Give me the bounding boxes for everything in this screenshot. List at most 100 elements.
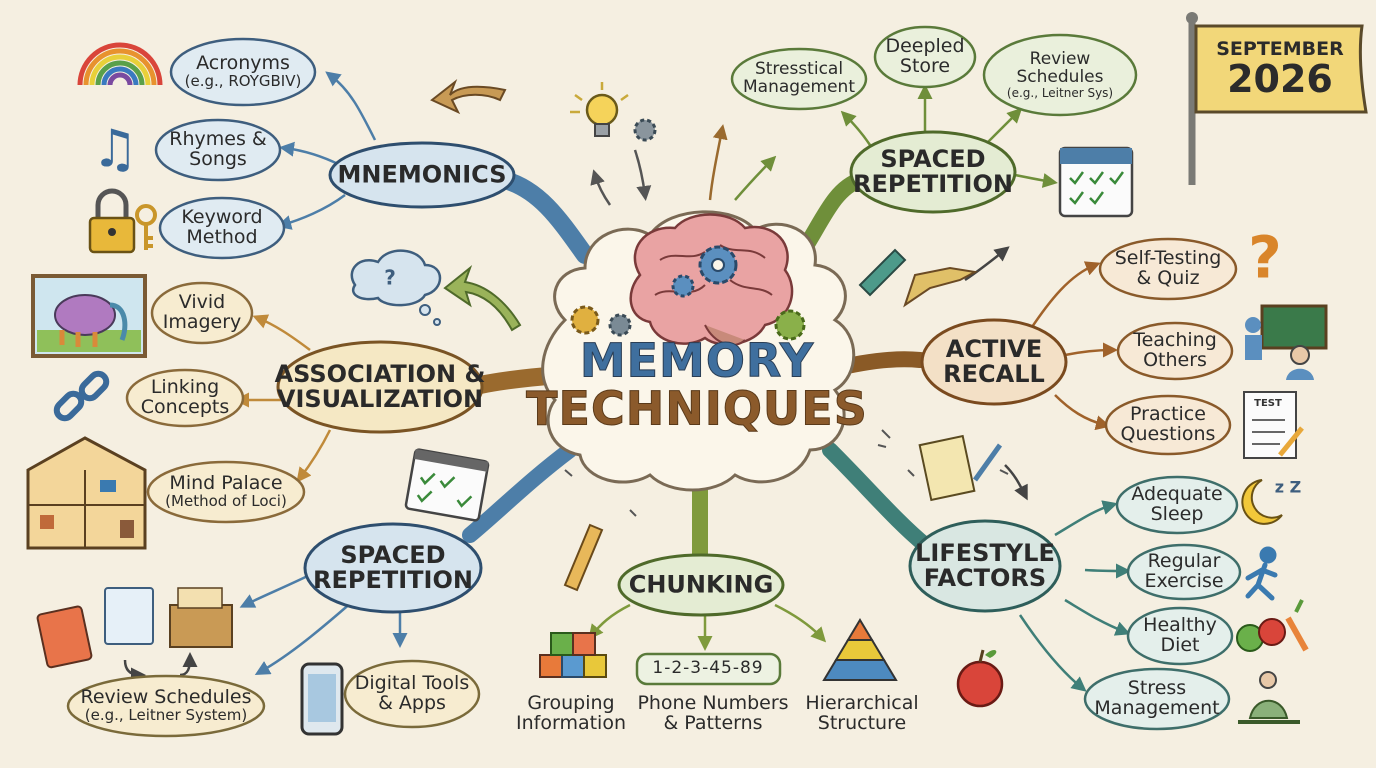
leaf-label: Acronyms	[196, 52, 290, 75]
leaf-label: Self-Testing	[1114, 247, 1222, 270]
question-mark-icon: ?	[384, 265, 396, 290]
hub-association-visualization[interactable]: ASSOCIATION & VISUALIZATION	[274, 359, 486, 413]
blocks-icon	[539, 632, 607, 678]
leaf-label: Hierarchical	[805, 692, 919, 715]
gear-icon	[671, 245, 738, 298]
leaf-rhymes-songs[interactable]: Rhymes & Songs	[169, 129, 266, 170]
hub-chunking[interactable]: CHUNKING	[629, 572, 774, 597]
leaf-self-testing[interactable]: Self-Testing & Quiz	[1114, 247, 1222, 289]
leaf-label: Songs	[189, 148, 247, 170]
leaf-sublabel: (e.g., ROYGBIV)	[184, 72, 302, 91]
leaf-label: Management	[1094, 697, 1220, 719]
hub-label-line1: ACTIVE	[945, 334, 1043, 363]
house-icon	[26, 436, 147, 550]
branch-mnemonics	[496, 171, 594, 264]
leaf-healthy-diet[interactable]: Healthy Diet	[1143, 614, 1217, 656]
leaf-label: Mind Palace	[169, 472, 283, 495]
leaf-phone-numbers[interactable]: Phone Numbers & Patterns	[637, 693, 788, 734]
pencil-icon	[563, 248, 907, 592]
leaf-label: Review	[1029, 48, 1091, 69]
hub-label-line1: SPACED	[340, 540, 446, 569]
leaf-label: Regular	[1147, 550, 1221, 573]
calendar-icon	[1058, 146, 1134, 218]
center-title-line2: TECHNIQUES	[526, 382, 868, 436]
phone-icon	[300, 662, 344, 736]
leaf-label: Deepled	[885, 35, 965, 58]
thought-bubble-icon	[350, 249, 442, 326]
leaf-sublabel: (e.g., Leitner Sys)	[1006, 85, 1114, 100]
runner-icon	[1245, 546, 1278, 601]
hub-lifestyle-factors[interactable]: LIFESTYLE FACTORS	[915, 538, 1055, 592]
paper-arrow-decor	[903, 266, 979, 308]
leaf-hierarchical-structure[interactable]: Hierarchical Structure	[805, 692, 919, 734]
leaf-review-schedules-bottom[interactable]: Review Schedules (e.g., Leitner System)	[80, 686, 252, 725]
music-note-icon: ♫	[91, 119, 139, 180]
leaf-vivid-imagery[interactable]: Vivid Imagery	[162, 292, 242, 333]
branch-lifestyle	[822, 442, 933, 553]
hub-label-line2: VISUALIZATION	[276, 385, 484, 413]
leaf-label: Concepts	[140, 396, 230, 418]
leaf-sublabel: (Method of Loci)	[165, 492, 287, 511]
pyramid-icon	[822, 618, 898, 681]
green-arrow-decor	[443, 265, 522, 332]
leaf-linking-concepts[interactable]: Linking Concepts	[140, 377, 230, 418]
hub-label-line2: FACTORS	[923, 564, 1047, 592]
notepad-icon	[918, 434, 1003, 502]
leaf-label: Management	[743, 77, 855, 97]
hub-label-line1: LIFESTYLE	[915, 538, 1055, 567]
leaf-sublabel: (e.g., Leitner System)	[84, 706, 248, 725]
key-icon	[135, 204, 157, 250]
calendar-flag-text: SEPTEMBER 2026	[1216, 38, 1344, 100]
leaf-label: Information	[516, 712, 626, 734]
leaf-mind-palace[interactable]: Mind Palace (Method of Loci)	[165, 472, 287, 511]
hub-label-line1: ASSOCIATION &	[274, 359, 486, 388]
hub-label-line2: RECALL	[943, 360, 1045, 388]
hub-label-line2: REPETITION	[313, 566, 473, 594]
hub-label-line2: REPETITION	[853, 170, 1013, 198]
flashcards-icon	[36, 587, 233, 669]
leaf-stresstical-management[interactable]: Stresstical Management	[743, 60, 855, 97]
leaf-deepled-store[interactable]: Deepled Store	[885, 35, 965, 77]
question-mark-icon: ?	[1248, 223, 1282, 292]
number-sequence: 1-2-3-45-89	[652, 658, 764, 679]
leaf-adequate-sleep[interactable]: Adequate Sleep	[1131, 484, 1222, 525]
moon-icon	[1241, 479, 1283, 525]
leaf-review-schedules-top[interactable]: Review Schedules (e.g., Leitner Sys)	[1006, 48, 1114, 100]
calendar-icon	[404, 448, 490, 522]
leaf-label: Structure	[817, 712, 907, 734]
hub-active-recall[interactable]: ACTIVE RECALL	[943, 334, 1045, 388]
hub-mnemonics[interactable]: MNEMONICS	[337, 162, 506, 187]
test-label: TEST	[1254, 397, 1282, 409]
leaf-label: Digital Tools	[354, 672, 470, 695]
elephant-painting-icon	[31, 274, 147, 358]
leaf-regular-exercise[interactable]: Regular Exercise	[1144, 550, 1224, 592]
leaf-label: Sleep	[1150, 503, 1204, 525]
leaf-teaching-others[interactable]: Teaching Others	[1133, 329, 1217, 371]
leaf-keyword-method[interactable]: Keyword Method	[181, 207, 262, 248]
leaf-label: & Quiz	[1136, 267, 1200, 289]
leaf-label: Teaching	[1133, 329, 1217, 352]
leaf-label: Healthy	[1143, 614, 1217, 637]
hub-spaced-repetition-top[interactable]: SPACED REPETITION	[853, 144, 1013, 198]
rainbow-icon	[77, 42, 163, 86]
zzz-icon: z Z	[1274, 477, 1302, 497]
leaf-stress-management[interactable]: Stress Management	[1094, 678, 1220, 719]
leaf-label: Review Schedules	[80, 686, 252, 709]
leaf-shapes	[66, 25, 1242, 738]
leaf-grouping-information[interactable]: Grouping Information	[516, 693, 626, 734]
leaf-digital-tools[interactable]: Digital Tools & Apps	[354, 672, 470, 714]
flag-month: SEPTEMBER	[1216, 38, 1344, 61]
leaf-label: & Apps	[378, 692, 446, 714]
leaf-label: Exercise	[1144, 570, 1224, 592]
apple-icon	[956, 649, 1004, 708]
hub-spaced-repetition-bottom[interactable]: SPACED REPETITION	[313, 540, 473, 594]
leaf-acronyms[interactable]: Acronyms (e.g., ROYGBIV)	[184, 52, 302, 91]
leaf-label: Method	[186, 226, 258, 248]
leaf-practice-questions[interactable]: Practice Questions	[1121, 403, 1216, 445]
leaf-label: Practice	[1130, 403, 1206, 426]
vegetables-icon	[1236, 599, 1309, 652]
hub-label-line1: SPACED	[880, 144, 986, 173]
meditation-icon	[1238, 671, 1300, 724]
teacher-icon	[1245, 304, 1328, 380]
leaf-label: Imagery	[162, 311, 242, 333]
